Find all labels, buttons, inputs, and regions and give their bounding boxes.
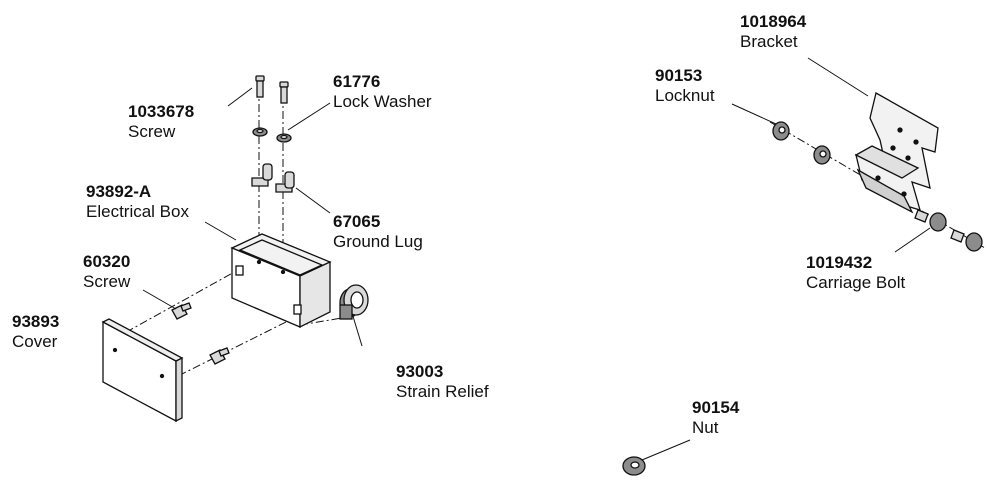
part-number: 67065: [333, 212, 381, 231]
part-number: 60320: [83, 252, 131, 271]
callout-locknut: 90153 Locknut: [655, 66, 715, 106]
leader-line-nut: [641, 439, 691, 461]
part-number: 1019432: [806, 253, 873, 272]
callout-bracket: 1018964 Bracket: [740, 12, 806, 52]
strain-relief-drawing: [339, 284, 369, 320]
part-number: 61776: [333, 72, 381, 91]
electrical-box-drawing: [230, 233, 332, 329]
part-name: Locknut: [655, 86, 715, 105]
part-number: 90154: [692, 398, 740, 417]
callout-screw-top: 1033678 Screw: [128, 102, 194, 142]
leader-lines-left: [142, 87, 363, 347]
callout-lock-washer: 61776 Lock Washer: [333, 72, 432, 112]
bracket-drawing: [854, 92, 939, 214]
part-number: 93893: [12, 312, 60, 331]
part-number: 90153: [655, 66, 703, 85]
part-name: Carriage Bolt: [806, 273, 906, 292]
callout-cover: 93893 Cover: [12, 312, 59, 352]
ground-lug-drawing: [251, 163, 295, 193]
part-number: 1033678: [128, 102, 195, 121]
part-name: Strain Relief: [396, 382, 489, 401]
callout-nut: 90154 Nut: [692, 398, 739, 438]
screw-top-drawing: [255, 75, 289, 104]
part-name: Bracket: [740, 32, 798, 51]
part-number: 93003: [396, 362, 444, 381]
callout-strain-relief: 93003 Strain Relief: [396, 362, 489, 402]
locknut-drawing: [772, 121, 831, 165]
part-name: Lock Washer: [333, 92, 432, 111]
part-name: Nut: [692, 418, 719, 437]
leader-lines-right: [731, 57, 931, 253]
nut-drawing: [622, 456, 646, 476]
carriage-bolt-drawing: [914, 209, 983, 252]
screw-side-drawing: [171, 302, 230, 365]
callout-screw-side: 60320 Screw: [83, 252, 130, 292]
part-name: Screw: [83, 272, 131, 291]
part-number: 1018964: [740, 12, 807, 31]
callout-ground-lug: 67065 Ground Lug: [333, 212, 423, 252]
part-name: Ground Lug: [333, 232, 423, 251]
part-number: 93892-A: [86, 182, 152, 201]
part-name: Cover: [12, 332, 58, 351]
part-name: Electrical Box: [86, 202, 189, 221]
callout-electrical-box: 93892-A Electrical Box: [86, 182, 189, 222]
callout-carriage-bolt: 1019432 Carriage Bolt: [806, 253, 905, 293]
lock-washer-drawing: [252, 127, 292, 143]
cover-drawing: [101, 318, 184, 423]
part-name: Screw: [128, 122, 176, 141]
